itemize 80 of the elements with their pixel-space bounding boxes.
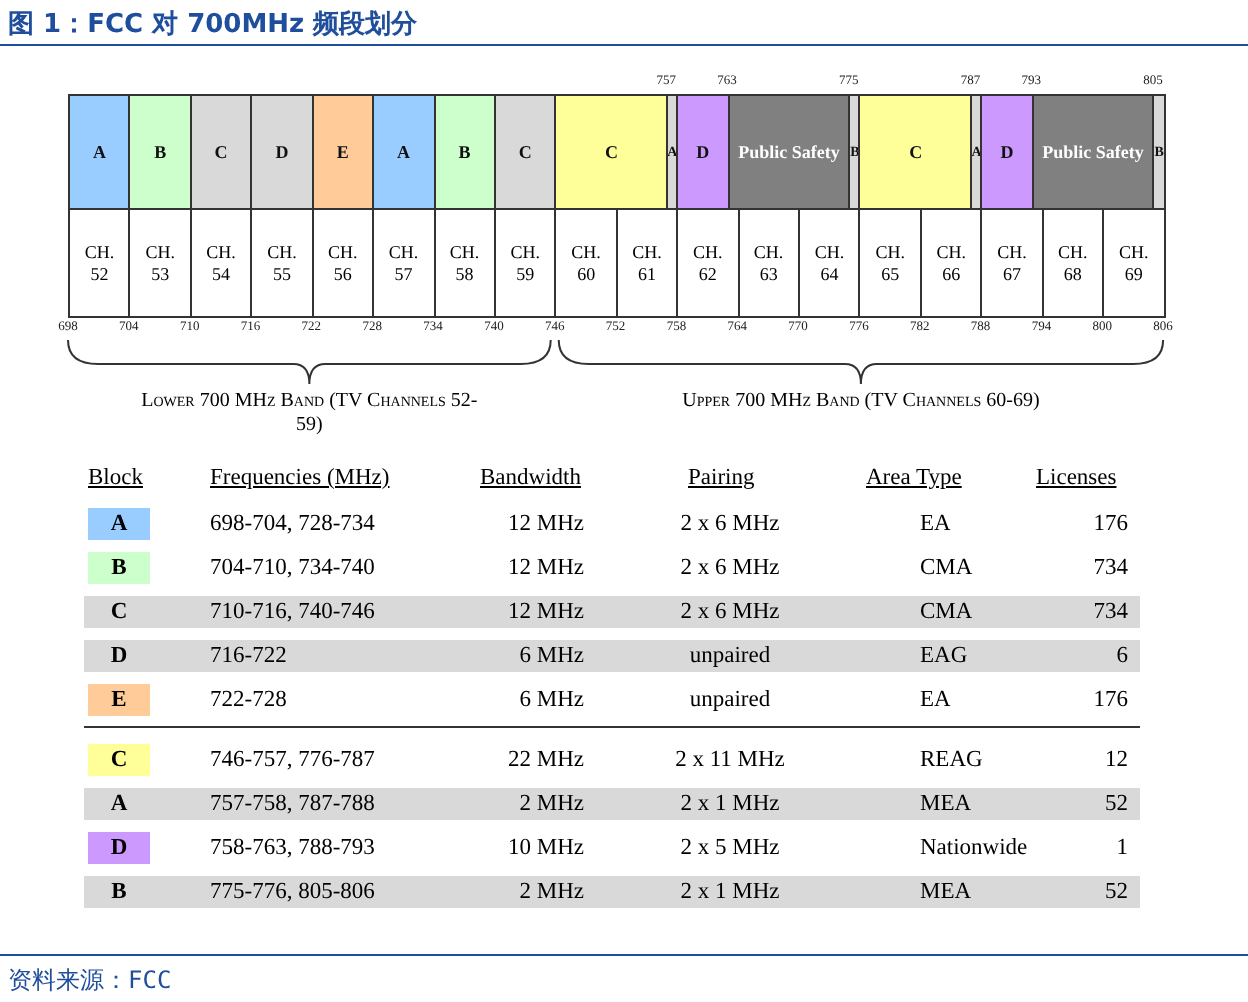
band-block: E (311, 94, 375, 210)
table-cell-text: 12 MHz (505, 554, 584, 584)
band-label: Lower 700 MHz Band (TV Channels 52-59) (139, 390, 480, 438)
table-cell-text: 12 (1103, 746, 1128, 776)
band-block: B (128, 94, 192, 210)
table-cell-text: 2 MHz (517, 790, 584, 820)
table-cell-text: 734 (1091, 554, 1128, 584)
column-header: Block (88, 466, 143, 490)
band-block: D (250, 94, 314, 210)
band-block: Public Safety (1031, 94, 1155, 210)
table-cell-text: 2 x 5 MHz (678, 834, 782, 864)
column-header: Frequencies (MHz) (210, 466, 390, 490)
band-block: Public Safety (727, 94, 851, 210)
table-cell-text: 2 x 1 MHz (678, 790, 782, 820)
table-cell-text: 6 (1114, 642, 1128, 672)
table-cell-text: 716-722 (210, 642, 289, 672)
table-cell-text: 52 (1103, 790, 1128, 820)
figure-title: 图 1：FCC 对 700MHz 频段划分 (8, 8, 418, 42)
table-cell-text: 1 (1114, 834, 1128, 864)
table-cell-text: unpaired (687, 686, 773, 716)
table-cell-text: EA (920, 510, 953, 540)
table-cell-text: EAG (920, 642, 970, 672)
table-cell-text: MEA (920, 790, 974, 820)
band-block: D (980, 94, 1034, 210)
table-cell: D (88, 832, 150, 864)
table-cell-text: B (109, 878, 129, 908)
channel-cell: CH. 52 (68, 208, 131, 318)
table-cell-text: 2 x 6 MHz (678, 510, 782, 540)
table-cell-text: 52 (1103, 878, 1128, 908)
table-cell-text: EA (920, 686, 953, 716)
table-cell-text: 2 x 11 MHz (673, 746, 787, 776)
column-header: Bandwidth (480, 466, 581, 490)
table-cell-text: 2 x 6 MHz (678, 598, 782, 628)
column-header: Area Type (866, 466, 962, 490)
table-cell-text: 710-716, 740-746 (210, 598, 377, 628)
table-cell-text: A (108, 790, 130, 820)
table-cell: A (88, 508, 150, 540)
table-cell-text: 12 MHz (505, 510, 584, 540)
column-header: Licenses (1036, 466, 1117, 490)
source-note: 资料来源：FCC (8, 964, 172, 998)
band-block: C (189, 94, 253, 210)
table-cell-text: 704-710, 734-740 (210, 554, 377, 584)
table-cell-text: 758-763, 788-793 (210, 834, 377, 864)
table-cell-text: REAG (920, 746, 985, 776)
table-cell-text: CMA (920, 598, 975, 628)
table-cell-text: Nationwide (920, 834, 1030, 864)
table-cell-text: 10 MHz (505, 834, 584, 864)
column-header: Pairing (688, 466, 755, 490)
table-cell-text: 2 x 1 MHz (678, 878, 782, 908)
channel-cell: CH. 69 (1102, 208, 1166, 318)
table-cell-text: 12 MHz (505, 598, 584, 628)
table-cell: E (88, 684, 150, 716)
band-block: C (493, 94, 557, 210)
table-cell-text: 775-776, 805-806 (210, 878, 377, 908)
table-cell-text: 698-704, 728-734 (210, 510, 377, 540)
table-cell-text: 6 MHz (517, 642, 584, 672)
table-cell: B (88, 552, 150, 584)
band-block: A (372, 94, 435, 210)
band-block: A (68, 94, 131, 210)
table-cell-text: unpaired (687, 642, 773, 672)
band-block: C (858, 94, 973, 210)
table-cell: C (88, 744, 150, 776)
band-label: Upper 700 MHz Band (TV Channels 60-69) (680, 390, 1041, 414)
table-cell-text: 746-757, 776-787 (210, 746, 377, 776)
table-cell-text: 734 (1091, 598, 1128, 628)
table-cell-text: D (108, 642, 130, 672)
band-block: C (554, 94, 669, 210)
table-cell-text: 176 (1091, 686, 1128, 716)
table-cell-text: 2 x 6 MHz (678, 554, 782, 584)
table-cell-text: 22 MHz (505, 746, 584, 776)
table-cell-text: 176 (1091, 510, 1128, 540)
table-cell-text: 6 MHz (517, 686, 584, 716)
band-block: D (676, 94, 730, 210)
table-cell-text: C (108, 598, 130, 628)
band-block: B (433, 94, 496, 210)
table-cell-text: CMA (920, 554, 975, 584)
table-cell-text: MEA (920, 878, 974, 908)
table-cell-text: 757-758, 787-788 (210, 790, 377, 820)
table-cell-text: 722-728 (210, 686, 289, 716)
table-cell-text: 2 MHz (517, 878, 584, 908)
